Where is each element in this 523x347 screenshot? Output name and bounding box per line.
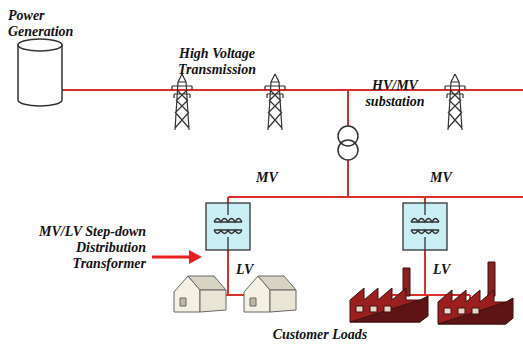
voltage-label: LV	[236, 262, 276, 278]
voltage-label: LV	[433, 262, 473, 278]
voltage-label: MV	[430, 170, 470, 186]
substation-label: HV/MV substation	[352, 78, 438, 110]
line-label: High Voltage Transmission	[165, 46, 269, 78]
component-label: MV/LV Step-down Distribution Transformer	[6, 224, 146, 272]
caption-label: Customer Loads	[200, 327, 440, 343]
voltage-label: MV	[256, 170, 296, 186]
source-label: Power Generation	[8, 8, 100, 40]
